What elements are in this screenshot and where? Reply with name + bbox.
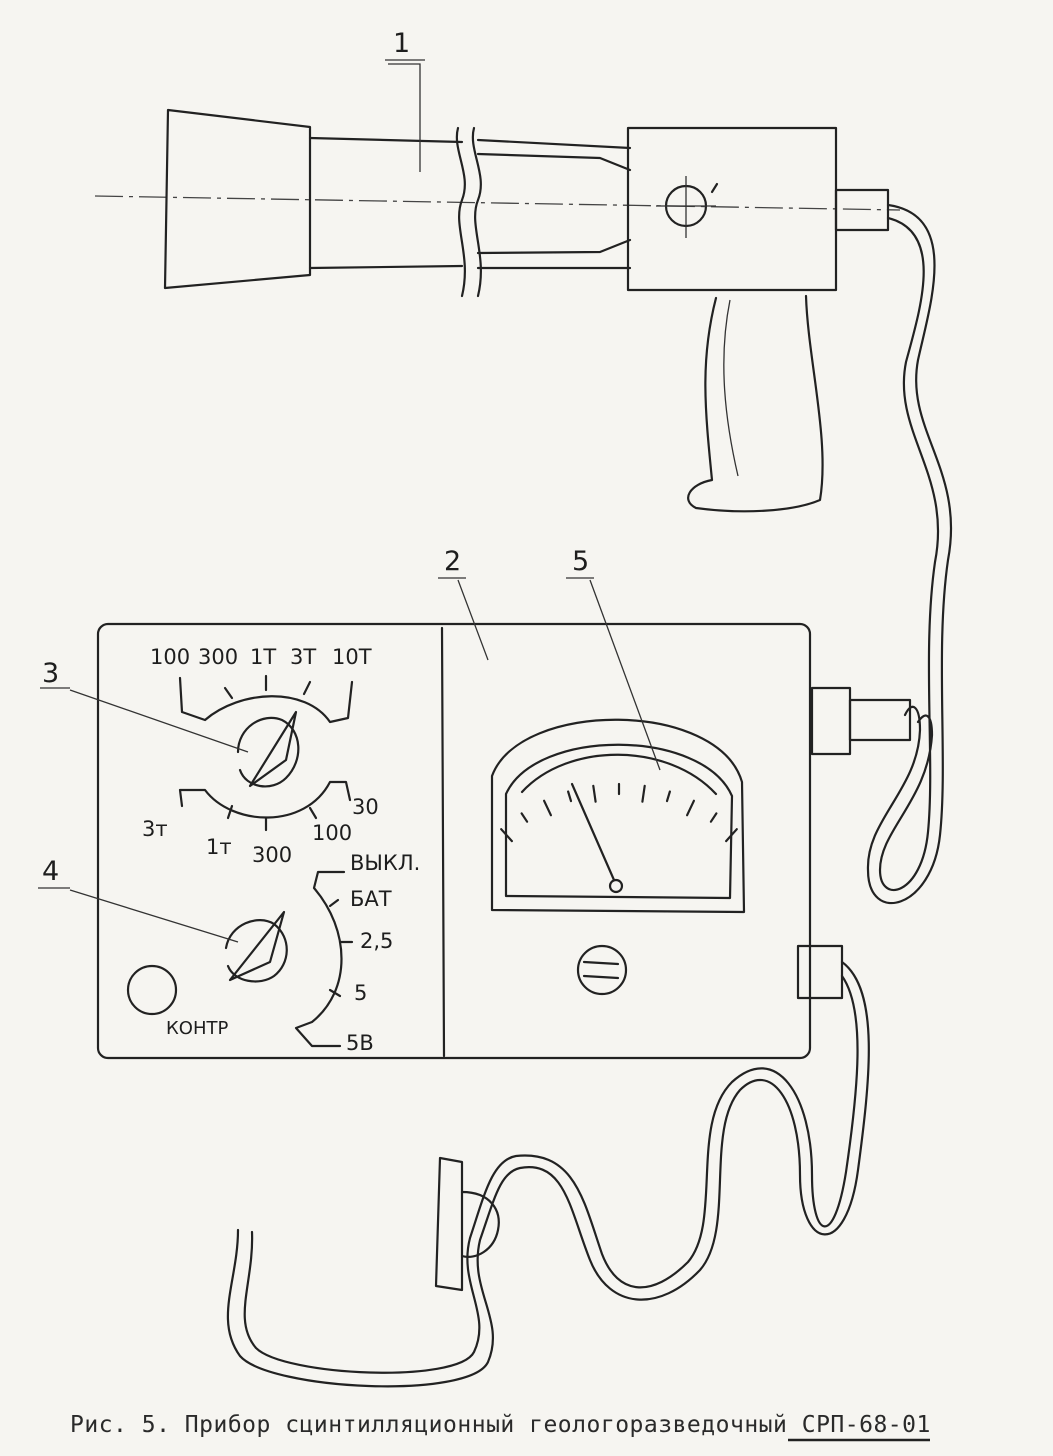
range-dial-labels: 100 300 1Т 3Т 10Т 3т 1т 300 100 30 [142, 645, 379, 867]
mode-label-5v: 5В [346, 1031, 374, 1055]
probe-break-mark-1 [455, 126, 466, 298]
callout-4-leader [69, 889, 239, 943]
probe-break-mark-2 [471, 126, 482, 298]
callout-3: 3 [42, 658, 59, 689]
headphone-cable-outer [226, 960, 870, 1388]
range-knob-pointer [248, 710, 298, 788]
measuring-unit [96, 622, 912, 1060]
probe-housing [626, 126, 838, 292]
scintillation-probe [94, 108, 901, 513]
probe-cable-inner [878, 216, 940, 891]
range-label-100: 100 [150, 645, 190, 669]
meter-needle [570, 782, 616, 882]
meter-tick [641, 784, 646, 803]
mode-knob [224, 919, 288, 983]
probe-cable-outer [866, 203, 953, 905]
callout-3-leader [69, 689, 249, 753]
mode-dial-arc [294, 870, 346, 1048]
caption-text: Рис. 5. Прибор сцинтилляционный геологор… [70, 1412, 802, 1438]
headphone-cable-inner [243, 974, 859, 1374]
range-dial-top-arc [178, 676, 354, 724]
meter-scale-ticks [500, 782, 738, 843]
callout-4: 4 [42, 856, 59, 887]
ratemeter-gauge [490, 718, 746, 914]
probe-cable-connector [834, 188, 890, 232]
control-button [126, 964, 178, 1016]
probe-tube-right [476, 138, 632, 270]
range-label-3t: 3Т [290, 645, 316, 669]
callout-5-leader [589, 579, 661, 771]
meter-frame [490, 718, 746, 914]
unit-case [96, 622, 812, 1060]
meter-window [504, 743, 734, 900]
meter-tick [709, 812, 718, 823]
callout-5: 5 [572, 546, 589, 577]
control-button-label: КОНТР [166, 1018, 228, 1039]
range-label-30: 30 [352, 795, 379, 819]
range-label-300: 300 [198, 645, 238, 669]
headphone-cup [460, 1190, 500, 1258]
probe-nose-cone [163, 108, 312, 290]
callout-1: 1 [393, 28, 410, 59]
range-label-3t-lower: 3т [142, 817, 168, 841]
range-label-1t-lower: 1т [206, 835, 232, 859]
figure-caption: Рис. 5. Прибор сцинтилляционный геологор… [70, 1412, 931, 1442]
mode-label-off: ВЫКЛ. [350, 851, 420, 875]
probe-pistol-grip [687, 294, 824, 513]
zero-adjust-screw [576, 944, 628, 996]
meter-tick [500, 828, 513, 843]
meter-tick [724, 828, 738, 843]
range-label-300-lower: 300 [252, 843, 292, 867]
headphone-earpiece [434, 1156, 464, 1292]
range-label-10t: 10Т [332, 645, 372, 669]
svg-text:Рис. 5. Прибор сцинтилляционны: Рис. 5. Прибор сцинтилляционный геологор… [70, 1412, 931, 1438]
unit-panel-divider [440, 626, 446, 1058]
meter-tick [665, 790, 672, 803]
mode-label-5: 5 [354, 981, 367, 1005]
callout-2-leader [457, 579, 489, 661]
range-label-1t: 1Т [250, 645, 276, 669]
probe-input-connector [810, 686, 852, 756]
caption-model: СРП-68-01 [802, 1412, 931, 1438]
range-label-100-lower: 100 [312, 821, 352, 845]
meter-tick [542, 799, 553, 817]
callout-1-leader [388, 63, 421, 172]
mode-dial-labels: ВЫКЛ. БАТ 2,5 5 5В КОНТР [166, 851, 420, 1055]
meter-tick [566, 790, 573, 803]
meter-tick [520, 812, 529, 823]
headphone-connector [796, 944, 844, 1000]
probe-axis-line [94, 195, 901, 211]
mode-label-bat: БАТ [350, 887, 392, 911]
mode-knob-pointer [228, 910, 286, 982]
callout-2: 2 [444, 546, 461, 577]
mode-label-2-5: 2,5 [360, 929, 393, 953]
meter-scale-arc [520, 753, 718, 796]
meter-tick [685, 799, 696, 817]
mode-switch [224, 870, 354, 1048]
range-switch [178, 674, 354, 832]
headphone [434, 1156, 500, 1292]
range-dial-bottom-arc [178, 780, 352, 819]
meter-needle-pivot [608, 878, 624, 894]
callouts: 1 2 3 4 5 [38, 28, 661, 943]
meter-tick [592, 784, 597, 803]
probe-tube-left [308, 136, 464, 270]
range-knob [236, 716, 300, 788]
